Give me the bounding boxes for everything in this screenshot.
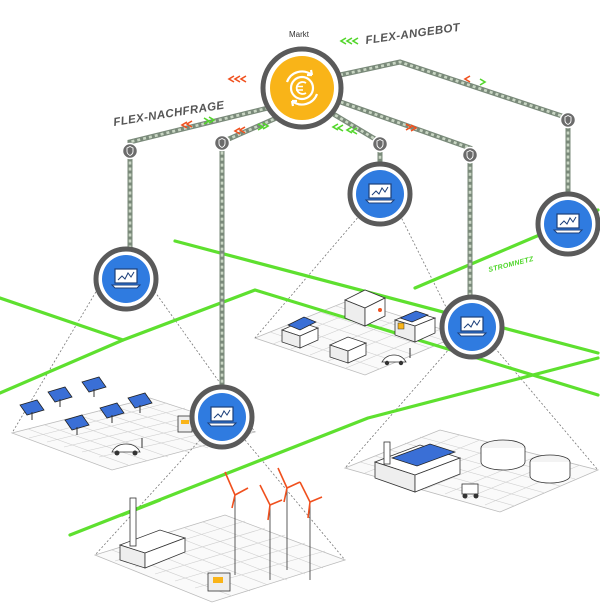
shield-icon — [461, 146, 479, 164]
shield-icon — [213, 134, 231, 152]
laptop-chart-icon — [189, 384, 255, 450]
flex-offer-label: FLEX-ANGEBOT — [365, 22, 462, 47]
market-hub — [260, 46, 344, 130]
flex-demand-arrows-left — [227, 75, 247, 83]
solar-panels — [19, 376, 193, 456]
laptop-chart-icon — [93, 246, 159, 312]
laptop-chart-icon — [347, 161, 413, 227]
residential-houses — [280, 289, 437, 366]
laptop-chart-icon — [439, 294, 505, 360]
flex-offer-arrows-left — [339, 37, 359, 45]
shield-nodes — [121, 111, 577, 164]
market-label: Markt — [289, 30, 310, 39]
biogas-plant — [373, 439, 571, 499]
laptop-nodes — [93, 161, 600, 450]
laptop-chart-icon — [535, 191, 600, 257]
shield-icon — [559, 111, 577, 129]
shield-icon — [121, 142, 139, 160]
grid-label: STROMNETZ — [488, 256, 535, 274]
shield-icon — [371, 135, 389, 153]
wind-farm — [118, 467, 323, 592]
euro-cycle-icon — [285, 69, 319, 107]
flex-arrows — [180, 37, 487, 135]
